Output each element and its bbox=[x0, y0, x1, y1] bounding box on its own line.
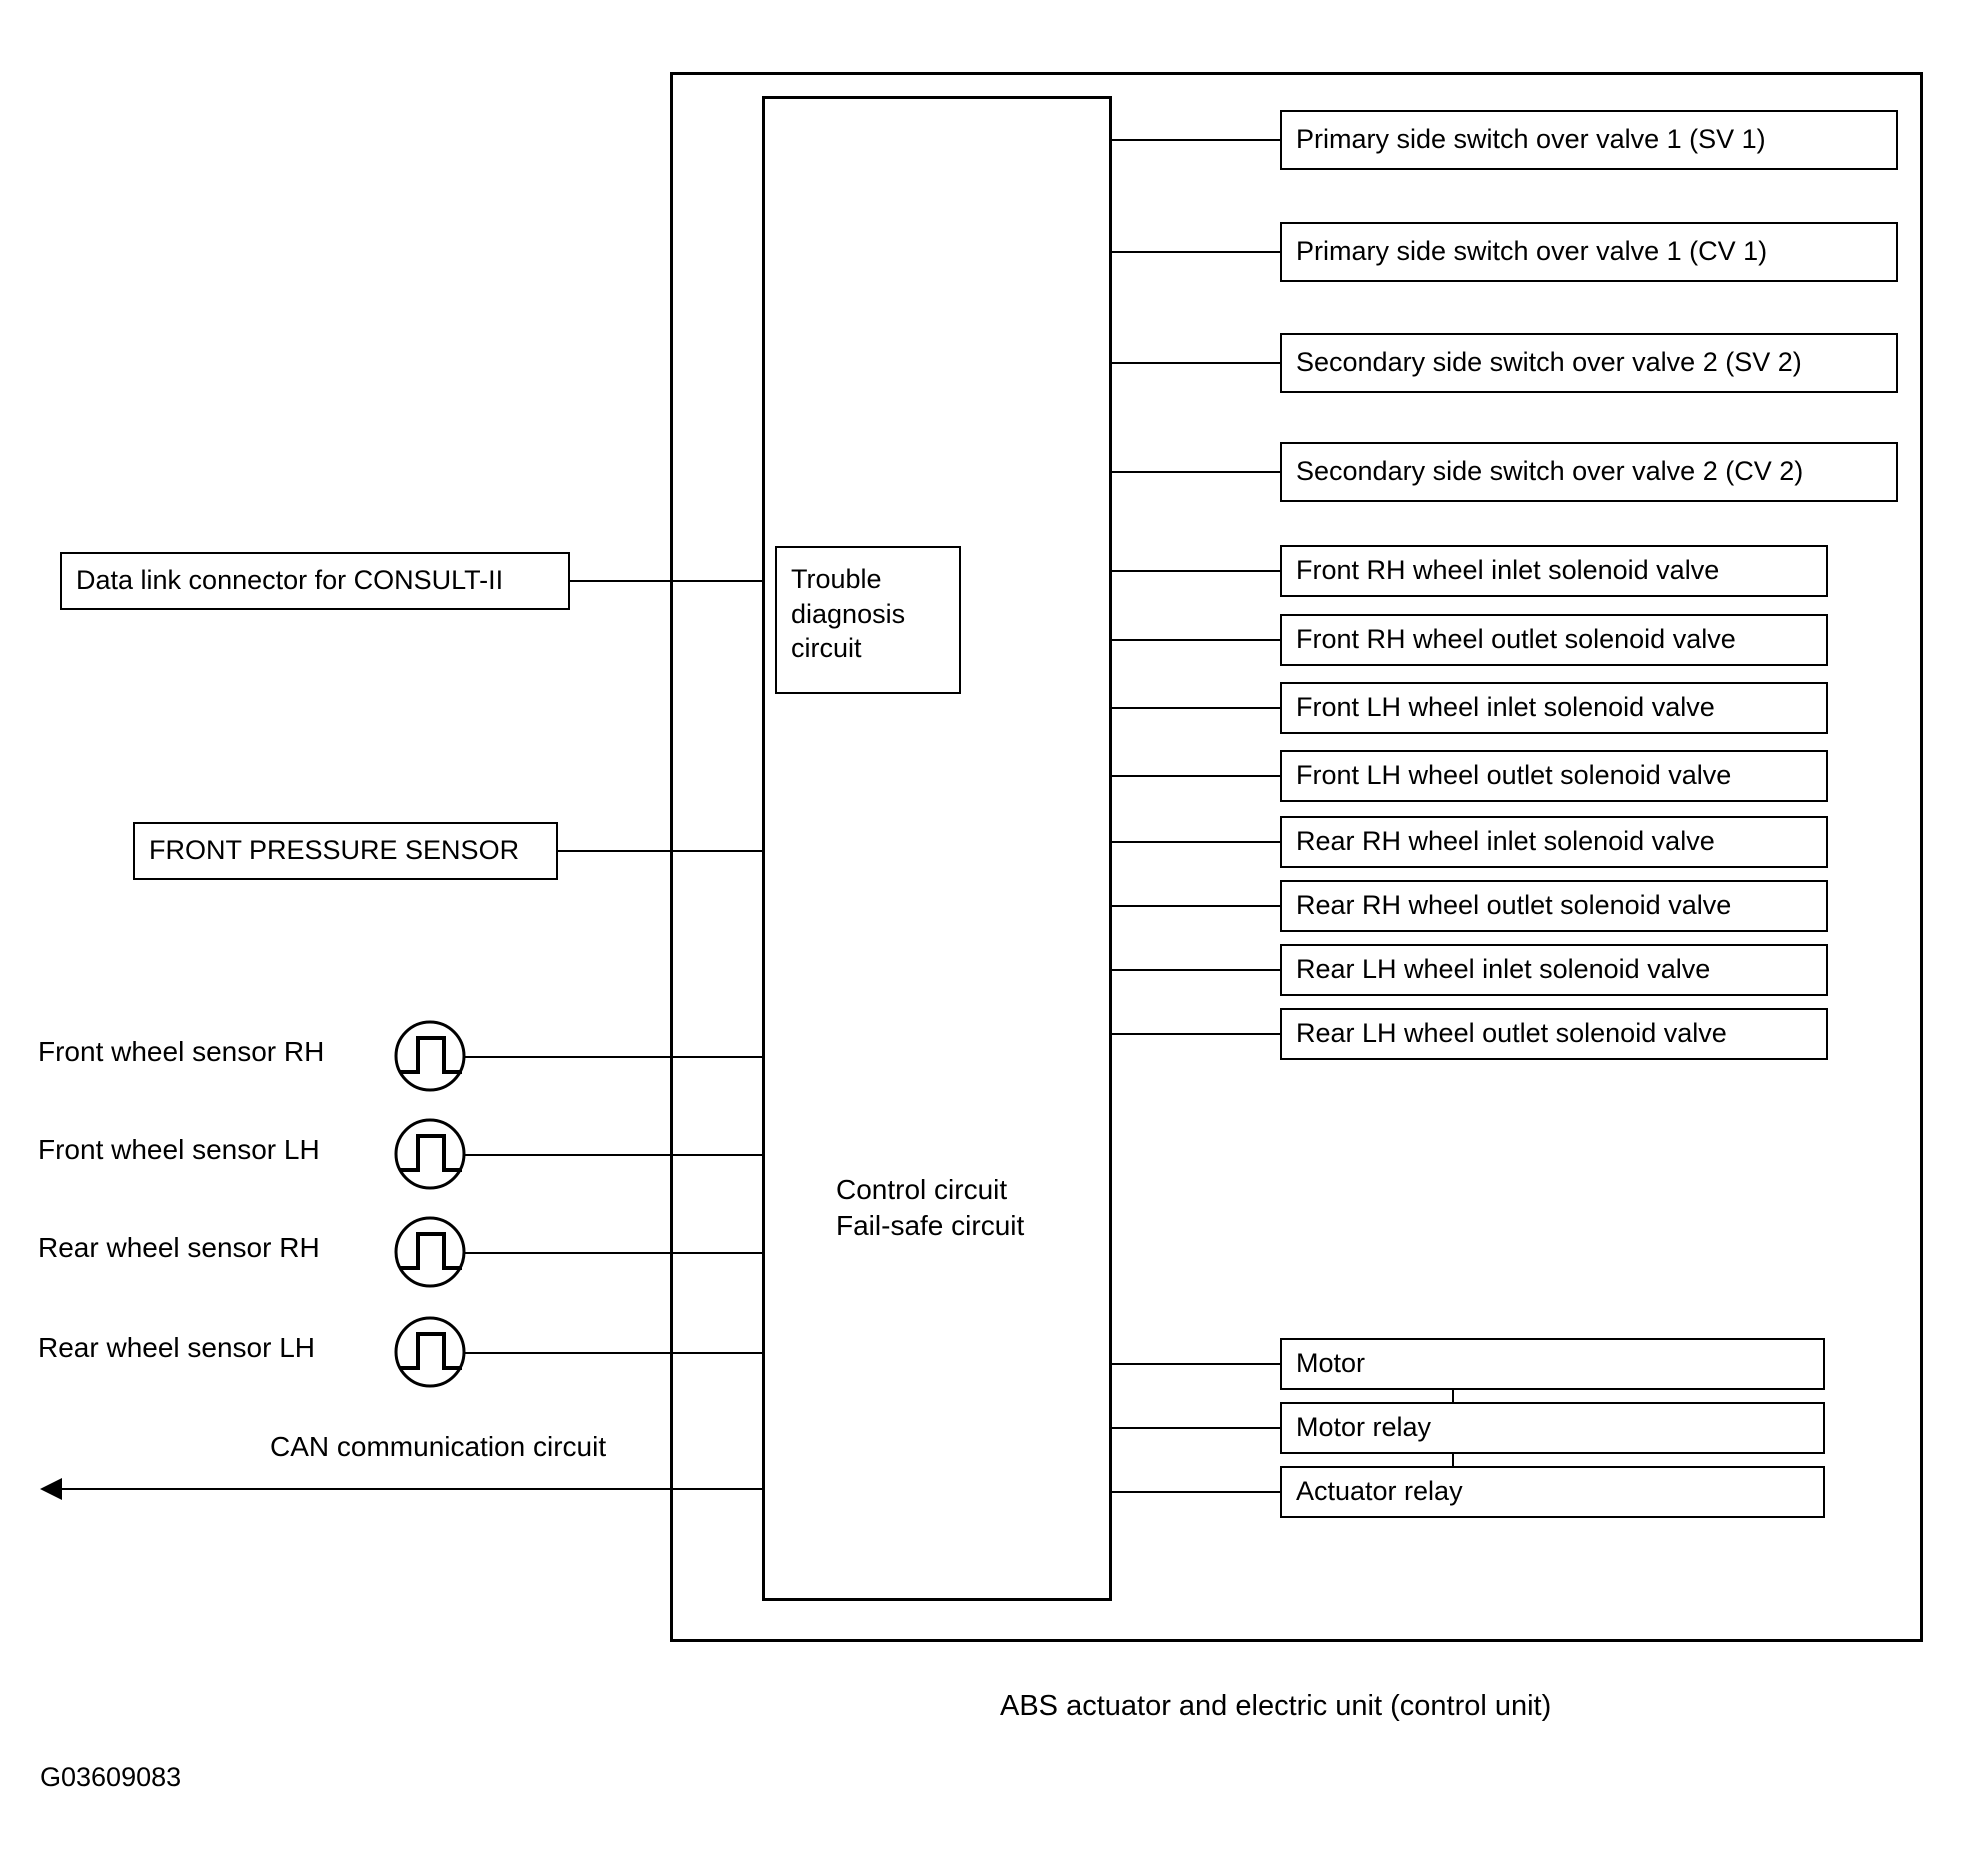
wire-front-rh-sensor-to-control bbox=[462, 1056, 775, 1058]
output-box-solenoid-7[interactable]: Rear LH wheel inlet solenoid valve bbox=[1280, 944, 1828, 996]
output-label-solenoid-6: Rear RH wheel outlet solenoid valve bbox=[1296, 890, 1732, 921]
output-label-solenoid-2: Front RH wheel outlet solenoid valve bbox=[1296, 624, 1736, 655]
output-label-solenoid-4: Front LH wheel outlet solenoid valve bbox=[1296, 760, 1732, 791]
output-box-cv2[interactable]: Secondary side switch over valve 2 (CV 2… bbox=[1280, 442, 1898, 502]
wire-control-to-solenoid-5 bbox=[1112, 841, 1280, 843]
wire-front-lh-sensor-to-control bbox=[462, 1154, 775, 1156]
wire-control-to-sv1 bbox=[1112, 139, 1280, 141]
wheel-sensor-label-rear-lh: Rear wheel sensor LH bbox=[38, 1332, 316, 1363]
wheel-sensor-label-front-lh: Front wheel sensor LH bbox=[38, 1134, 320, 1165]
wire-control-to-cv1 bbox=[1112, 251, 1280, 253]
output-box-cv1[interactable]: Primary side switch over valve 1 (CV 1) bbox=[1280, 222, 1898, 282]
diagram-caption: ABS actuator and electric unit (control … bbox=[1000, 1690, 1552, 1722]
output-label-solenoid-5: Rear RH wheel inlet solenoid valve bbox=[1296, 826, 1715, 857]
pulse-waveform-icon-rear-lh bbox=[394, 1316, 466, 1388]
wire-control-to-solenoid-3 bbox=[1112, 707, 1280, 709]
abs-unit-enclosure bbox=[670, 72, 1923, 1642]
output-box-solenoid-4[interactable]: Front LH wheel outlet solenoid valve bbox=[1280, 750, 1828, 802]
wheel-sensor-label-rear-rh: Rear wheel sensor RH bbox=[38, 1232, 320, 1263]
output-label-cv1: Primary side switch over valve 1 (CV 1) bbox=[1296, 236, 1768, 267]
output-label-solenoid-8: Rear LH wheel outlet solenoid valve bbox=[1296, 1018, 1727, 1049]
wheel-sensor-label-front-rh: Front wheel sensor RH bbox=[38, 1036, 325, 1067]
front-pressure-sensor-label: FRONT PRESSURE SENSOR bbox=[149, 835, 520, 866]
data-link-connector-label: Data link connector for CONSULT-II bbox=[76, 565, 504, 596]
wire-control-to-solenoid-1 bbox=[1112, 570, 1280, 572]
wire-rear-lh-sensor-to-control bbox=[462, 1352, 775, 1354]
wire-control-to-motor bbox=[1112, 1363, 1280, 1365]
wire-control-to-solenoid-7 bbox=[1112, 969, 1280, 971]
output-label-motor-relay: Motor relay bbox=[1296, 1412, 1432, 1443]
pulse-waveform-icon-front-lh bbox=[394, 1118, 466, 1190]
figure-id: G03609083 bbox=[40, 1762, 182, 1792]
wire-control-to-actuator-relay bbox=[1112, 1491, 1280, 1493]
wire-control-to-solenoid-2 bbox=[1112, 639, 1280, 641]
output-box-solenoid-1[interactable]: Front RH wheel inlet solenoid valve bbox=[1280, 545, 1828, 597]
output-label-solenoid-1: Front RH wheel inlet solenoid valve bbox=[1296, 555, 1720, 586]
wire-control-to-sv2 bbox=[1112, 362, 1280, 364]
output-label-solenoid-3: Front LH wheel inlet solenoid valve bbox=[1296, 692, 1715, 723]
wire-rear-rh-sensor-to-control bbox=[462, 1252, 775, 1254]
wire-can-to-control bbox=[60, 1488, 775, 1490]
pulse-waveform-icon-rear-rh bbox=[394, 1216, 466, 1288]
output-box-solenoid-2[interactable]: Front RH wheel outlet solenoid valve bbox=[1280, 614, 1828, 666]
pulse-waveform-icon-front-rh bbox=[394, 1020, 466, 1092]
output-box-solenoid-3[interactable]: Front LH wheel inlet solenoid valve bbox=[1280, 682, 1828, 734]
output-label-cv2: Secondary side switch over valve 2 (CV 2… bbox=[1296, 456, 1804, 487]
output-label-sv2: Secondary side switch over valve 2 (SV 2… bbox=[1296, 347, 1802, 378]
output-label-actuator-relay: Actuator relay bbox=[1296, 1476, 1463, 1507]
output-box-solenoid-5[interactable]: Rear RH wheel inlet solenoid valve bbox=[1280, 816, 1828, 868]
control-circuit-label: Control circuit Fail-safe circuit bbox=[836, 1174, 1025, 1241]
output-box-sv2[interactable]: Secondary side switch over valve 2 (SV 2… bbox=[1280, 333, 1898, 393]
output-label-sv1: Primary side switch over valve 1 (SV 1) bbox=[1296, 124, 1766, 155]
can-arrow-icon bbox=[40, 1478, 62, 1500]
output-box-actuator-relay[interactable]: Actuator relay bbox=[1280, 1466, 1825, 1518]
trouble-diagnosis-circuit-label: Trouble diagnosis circuit bbox=[791, 564, 906, 664]
wire-control-to-solenoid-6 bbox=[1112, 905, 1280, 907]
output-box-solenoid-8[interactable]: Rear LH wheel outlet solenoid valve bbox=[1280, 1008, 1828, 1060]
data-link-connector-box[interactable]: Data link connector for CONSULT-II bbox=[60, 552, 570, 610]
output-box-solenoid-6[interactable]: Rear RH wheel outlet solenoid valve bbox=[1280, 880, 1828, 932]
wire-control-to-solenoid-4 bbox=[1112, 775, 1280, 777]
output-box-motor-relay[interactable]: Motor relay bbox=[1280, 1402, 1825, 1454]
wire-pressure-sensor-to-control bbox=[558, 850, 775, 852]
output-label-solenoid-7: Rear LH wheel inlet solenoid valve bbox=[1296, 954, 1711, 985]
control-unit-box bbox=[762, 96, 1112, 1601]
can-communication-circuit-label: CAN communication circuit bbox=[270, 1431, 607, 1462]
wire-control-to-cv2 bbox=[1112, 471, 1280, 473]
wire-motor-to-motor-relay bbox=[1452, 1390, 1454, 1402]
front-pressure-sensor-box[interactable]: FRONT PRESSURE SENSOR bbox=[133, 822, 558, 880]
trouble-diagnosis-circuit-box: Trouble diagnosis circuit bbox=[775, 546, 961, 694]
output-label-motor: Motor bbox=[1296, 1348, 1366, 1379]
wire-control-to-solenoid-8 bbox=[1112, 1033, 1280, 1035]
output-box-sv1[interactable]: Primary side switch over valve 1 (SV 1) bbox=[1280, 110, 1898, 170]
wire-motor-relay-to-actuator-relay bbox=[1452, 1454, 1454, 1466]
wire-data-link-to-control bbox=[570, 580, 775, 582]
output-box-motor[interactable]: Motor bbox=[1280, 1338, 1825, 1390]
wire-control-to-motor-relay bbox=[1112, 1427, 1280, 1429]
